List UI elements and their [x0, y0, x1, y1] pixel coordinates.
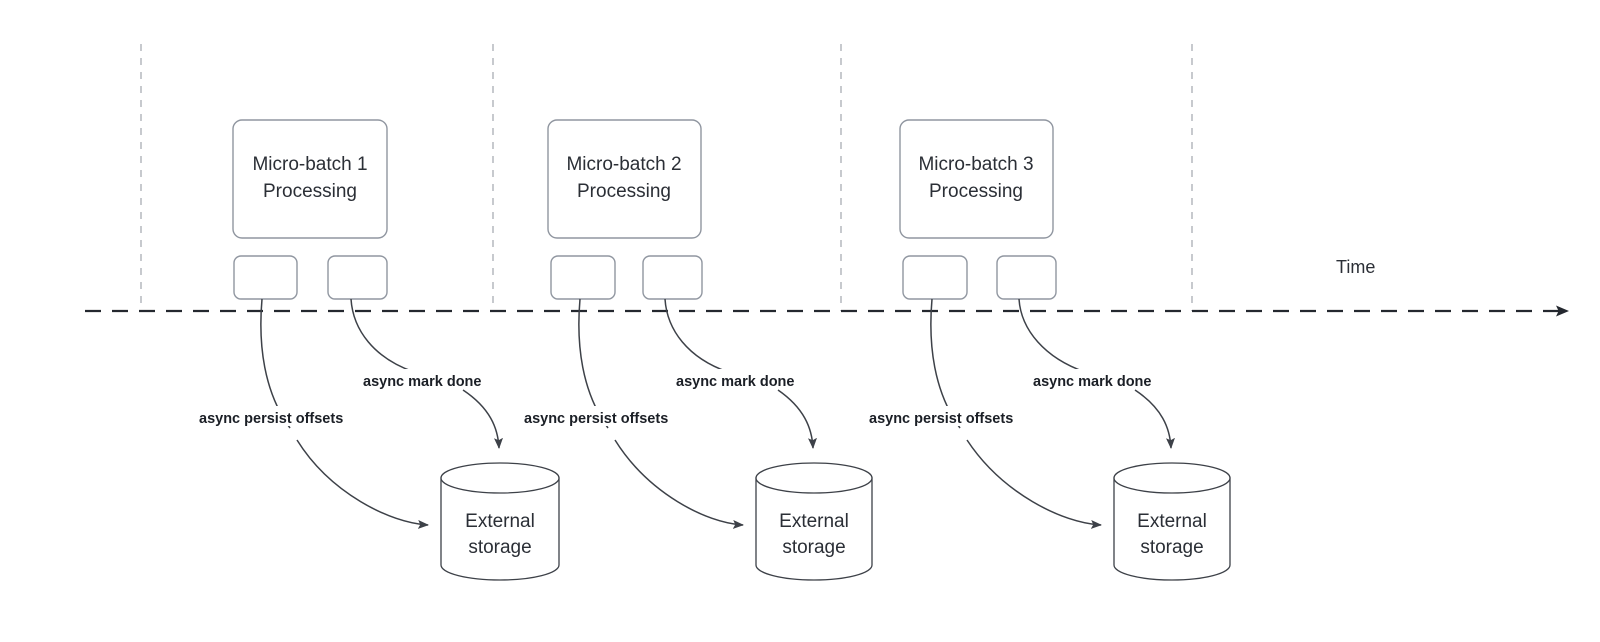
micro-batch-1-box[interactable]: [232, 119, 388, 239]
group-2-task-box-a[interactable]: [550, 255, 616, 300]
group-2-markdone-label: async mark done: [676, 374, 794, 390]
group-2-task-box-b[interactable]: [642, 255, 703, 300]
group-2-persist-label: async persist offsets: [524, 411, 668, 427]
group-3-markdone-label-bg: [1030, 369, 1172, 389]
group-1-external-storage[interactable]: External storage: [440, 462, 560, 581]
group-3-persist-edge-lower: [966, 439, 1102, 529]
group-2-persist-label-bg: [521, 406, 699, 426]
group-1-storage-label-line2: storage: [468, 537, 531, 558]
group-3-external-storage[interactable]: External storage: [1113, 462, 1231, 581]
micro-batch-3-label-line1: Micro-batch 3: [918, 154, 1033, 175]
micro-batch-1-label-line1: Micro-batch 1: [252, 154, 367, 175]
timeline-tick-marks: [140, 44, 1193, 311]
group-3-task-box-a[interactable]: [902, 255, 968, 300]
group-1-storage-label-line1: External: [465, 511, 535, 532]
group-2-storage-label-line1: External: [779, 511, 849, 532]
group-1-markdone-label: async mark done: [363, 374, 481, 390]
group-3-storage-label-line1: External: [1137, 511, 1207, 532]
micro-batch-1-label-line2: Processing: [263, 181, 357, 202]
group-1-task-box-a[interactable]: [233, 255, 298, 300]
group-3-persist-label-bg: [866, 406, 1044, 426]
group-2-storage-label-line2: storage: [782, 537, 845, 558]
group-3-markdone-label: async mark done: [1033, 374, 1151, 390]
micro-batch-2-label-line2: Processing: [577, 181, 671, 202]
group-1-markdone-edge-upper: [350, 298, 415, 373]
micro-batch-2-label-line1: Micro-batch 2: [566, 154, 681, 175]
group-1-task-box-b[interactable]: [327, 255, 388, 300]
group-3-markdone-edge-upper: [1018, 298, 1086, 373]
micro-batch-2-box[interactable]: [547, 119, 702, 239]
micro-batch-3-box[interactable]: [899, 119, 1054, 239]
group-3-markdone-edge-lower: [1134, 389, 1175, 449]
micro-batch-3-label-line2: Processing: [929, 181, 1023, 202]
group-2-markdone-edge-upper: [664, 298, 729, 373]
group-2-markdone-label-bg: [673, 369, 815, 389]
group-1-persist-label: async persist offsets: [199, 411, 343, 427]
group-3: Micro-batch 3 Processing External storag…: [866, 119, 1231, 581]
group-1-markdone-edge-lower: [462, 389, 503, 449]
group-3-storage-label-line2: storage: [1140, 537, 1203, 558]
group-1-persist-edge-lower: [296, 439, 429, 529]
group-1-markdone-label-bg: [360, 369, 502, 389]
group-1-persist-label-bg: [196, 406, 374, 426]
group-1: Micro-batch 1 Processing External storag…: [196, 119, 560, 581]
group-3-task-box-b[interactable]: [996, 255, 1057, 300]
group-2-markdone-edge-lower: [777, 389, 817, 449]
group-2: Micro-batch 2 Processing External storag…: [521, 119, 873, 581]
group-2-persist-edge-lower: [614, 439, 744, 529]
time-axis-label: Time: [1336, 257, 1375, 277]
group-2-external-storage[interactable]: External storage: [755, 462, 873, 581]
time-axis: Time: [85, 257, 1569, 317]
group-3-persist-label: async persist offsets: [869, 411, 1013, 427]
